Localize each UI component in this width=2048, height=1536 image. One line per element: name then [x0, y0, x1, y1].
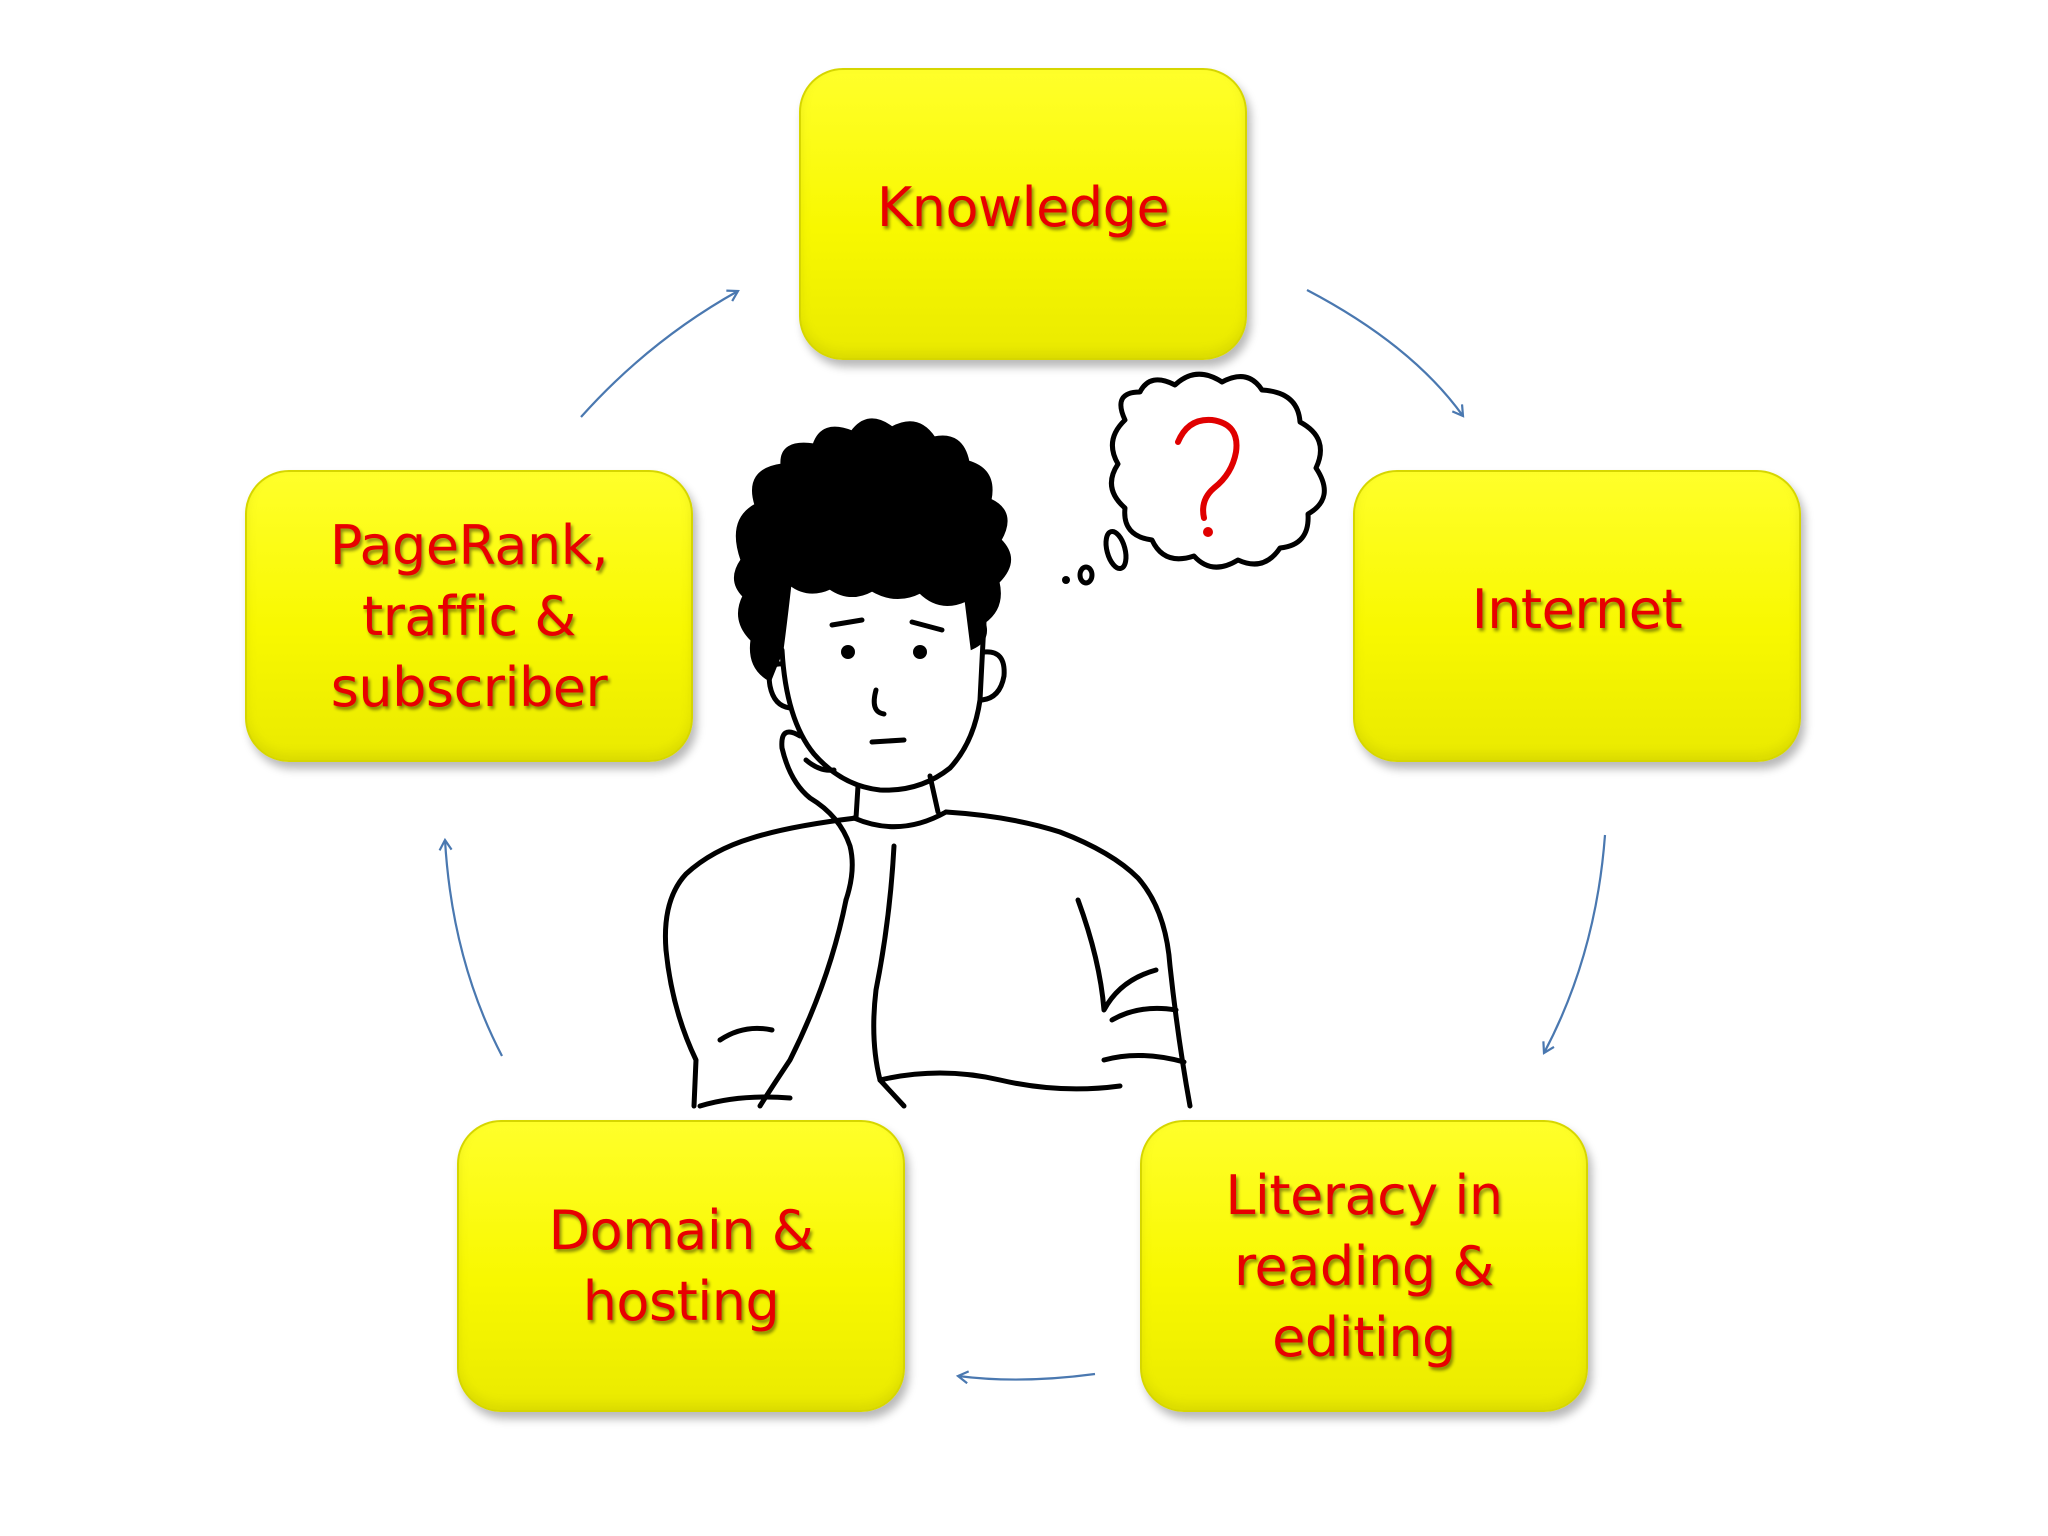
node-label-domain: Domain & hosting	[548, 1199, 814, 1333]
node-knowledge: Knowledge	[799, 68, 1247, 360]
arrow-internet-to-literacy	[1542, 834, 1607, 1055]
arrow-pagerank-to-knowledge	[580, 289, 740, 418]
question-mark-icon	[1175, 416, 1240, 537]
node-label-internet: Internet	[1471, 577, 1683, 641]
node-domain: Domain & hosting	[457, 1120, 905, 1412]
arrow-knowledge-to-internet	[1306, 289, 1465, 418]
shirt	[662, 815, 859, 1109]
node-pagerank: PageRank, traffic & subscriber	[245, 470, 693, 762]
face-outline	[779, 619, 987, 793]
hand	[779, 729, 855, 903]
node-literacy: Literacy in reading & editing	[1140, 1120, 1588, 1412]
left-ear	[766, 661, 793, 711]
arrow-domain-to-pagerank	[438, 837, 503, 1057]
thought-bubble	[1108, 371, 1327, 570]
node-label-pagerank: PageRank, traffic & subscriber	[329, 513, 609, 719]
arrow-literacy-to-domain	[955, 1370, 1096, 1385]
node-label-knowledge: Knowledge	[876, 175, 1170, 239]
thought-dot-large	[1103, 529, 1129, 571]
node-label-literacy: Literacy in reading & editing	[1225, 1163, 1503, 1369]
right-ear	[979, 649, 1007, 703]
forearm	[757, 897, 849, 1109]
thought-dot-small	[1077, 564, 1095, 586]
node-internet: Internet	[1353, 470, 1801, 762]
hair	[734, 418, 1011, 683]
